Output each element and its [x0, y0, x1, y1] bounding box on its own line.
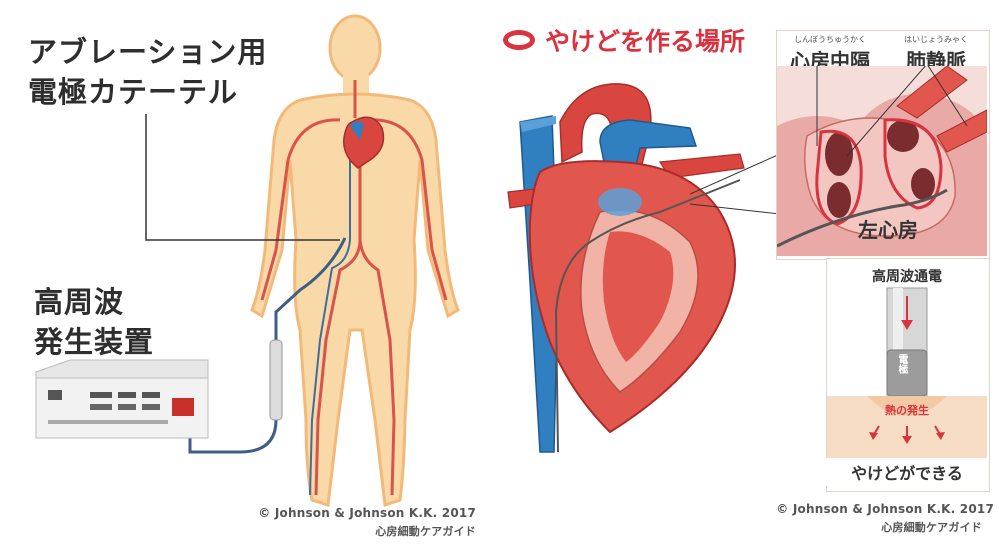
human-body-illustration [0, 0, 520, 545]
rf-label: 高周波通電 [826, 266, 988, 286]
right-credit-line2: 心房細動ケアガイド [724, 519, 994, 535]
left-credit-line1: © Johnson & Johnson K.K. 2017 [226, 506, 476, 520]
circle-icon [503, 30, 535, 50]
burn-result-label: やけどができる [826, 458, 988, 486]
rf-generator-device [36, 360, 208, 438]
catheter-handle [270, 340, 282, 420]
title-burn-location: やけどを作る場所 [545, 22, 745, 58]
right-credit: © Johnson & Johnson K.K. 2017 心房細動ケアガイド [724, 502, 994, 535]
zoom-connector-lines [690, 150, 790, 230]
left-credit: © Johnson & Johnson K.K. 2017 心房細動ケアガイド [226, 506, 476, 539]
heat-label: 熱の発生 [826, 402, 988, 418]
electrode-label: 電極 [894, 354, 908, 374]
electrode-diagram [827, 286, 987, 486]
left-credit-line2: 心房細動ケアガイド [226, 523, 476, 539]
heart-illustration [500, 62, 780, 462]
pv-ruby: はいじょうみゃく [904, 34, 968, 45]
right-credit-line1: © Johnson & Johnson K.K. 2017 [724, 502, 994, 516]
septum-ruby: しんぼうちゅうかく [790, 34, 870, 45]
title-group: やけどを作る場所 [503, 22, 745, 58]
left-atrium-label: 左心房 [858, 214, 918, 243]
